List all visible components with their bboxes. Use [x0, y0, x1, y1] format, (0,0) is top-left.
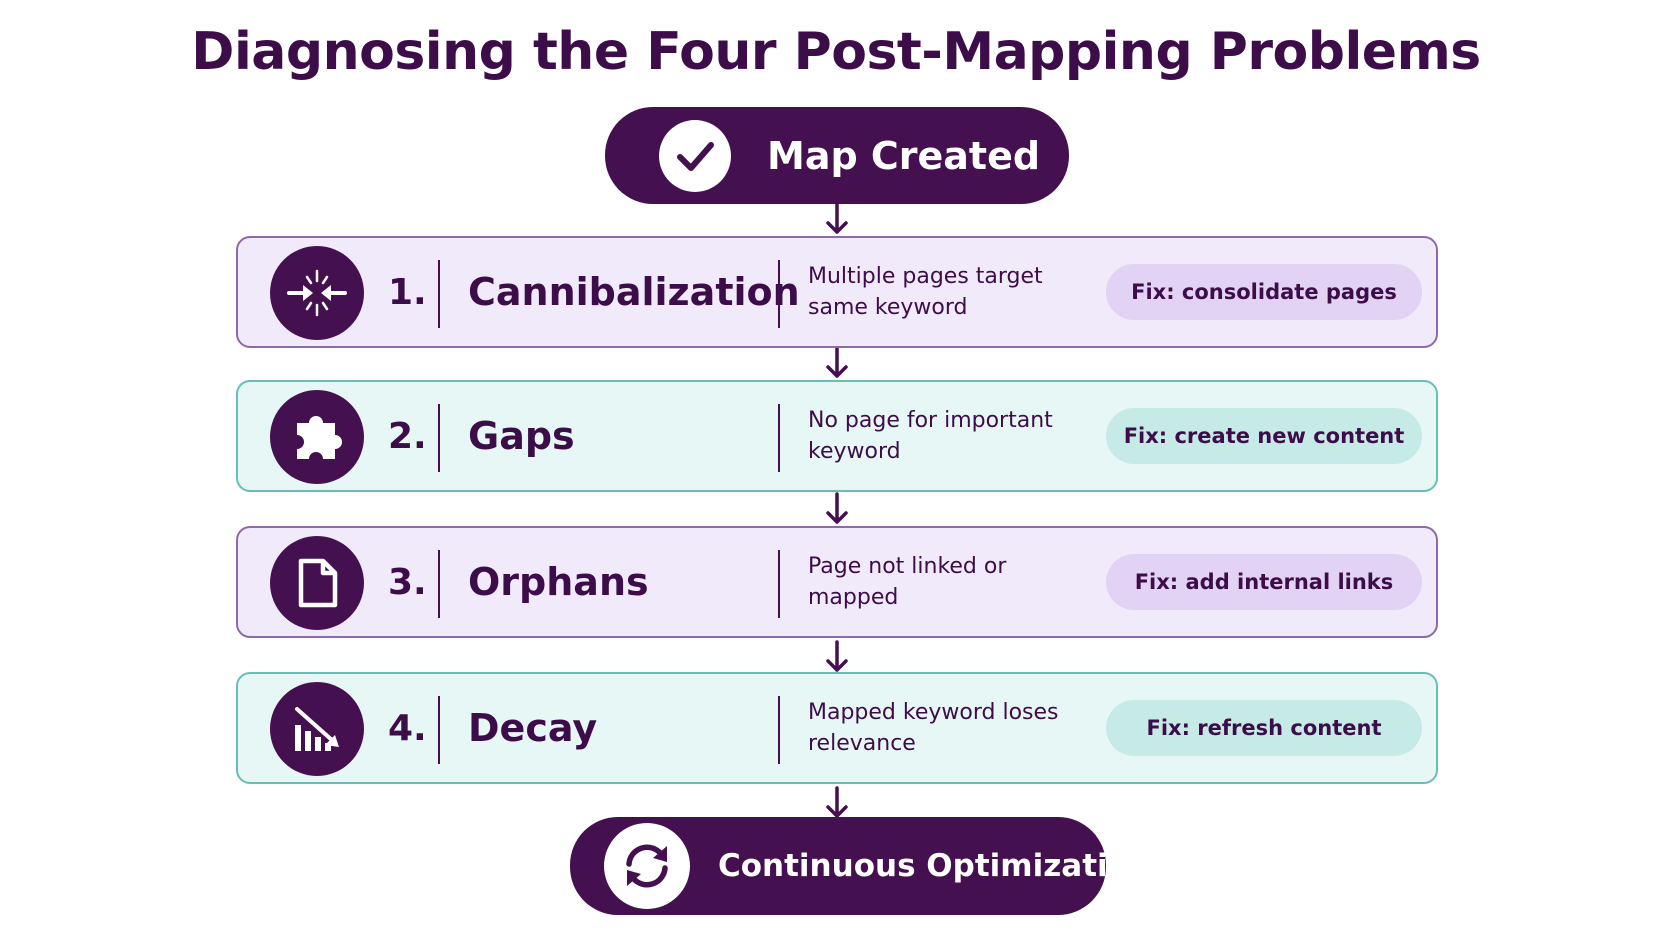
divider — [438, 550, 440, 618]
continuous-optimization-node: Continuous Optimization — [570, 817, 1151, 915]
checkmark-icon — [659, 119, 731, 192]
flow-arrow-icon — [826, 786, 848, 818]
fix-badge: Fix: consolidate pages — [1106, 264, 1422, 320]
problem-number: 1. — [388, 271, 427, 313]
refresh-icon — [604, 823, 690, 909]
divider — [778, 696, 780, 764]
divider — [438, 260, 440, 328]
problem-number: 4. — [388, 707, 427, 749]
fix-badge: Fix: add internal links — [1106, 554, 1422, 610]
problem-number: 2. — [388, 415, 427, 457]
map-created-node: Map Created — [605, 107, 1069, 204]
problem-description: Page not linked or mapped — [808, 554, 1007, 610]
fix-badge: Fix: refresh content — [1106, 700, 1422, 756]
problem-row-gaps: 2. Gaps No page for important keyword Fi… — [236, 380, 1438, 492]
problem-description: Multiple pages target same keyword — [808, 264, 1043, 320]
continuous-optimization-label: Continuous Optimization — [718, 848, 1152, 884]
converging-arrows-icon — [270, 246, 364, 340]
flow-arrow-icon — [826, 640, 848, 672]
problem-description: No page for important keyword — [808, 408, 1053, 464]
problem-number: 3. — [388, 561, 427, 603]
divider — [778, 550, 780, 618]
problem-description: Mapped keyword loses relevance — [808, 700, 1059, 756]
divider — [438, 696, 440, 764]
problem-name: Orphans — [468, 560, 649, 604]
problem-name: Gaps — [468, 414, 575, 458]
problem-row-orphans: 3. Orphans Page not linked or mapped Fix… — [236, 526, 1438, 638]
map-created-label: Map Created — [767, 133, 1041, 178]
flow-arrow-icon — [826, 492, 848, 524]
puzzle-piece-icon — [270, 390, 364, 484]
divider — [438, 404, 440, 472]
fix-badge: Fix: create new content — [1106, 408, 1422, 464]
flow-arrow-icon — [826, 202, 848, 234]
diagram-title: Diagnosing the Four Post-Mapping Problem… — [191, 22, 1481, 82]
problem-name: Cannibalization — [468, 270, 800, 314]
problem-row-decay: 4. Decay Mapped keyword loses relevance … — [236, 672, 1438, 784]
divider — [778, 404, 780, 472]
problem-name: Decay — [468, 706, 598, 750]
flow-arrow-icon — [826, 346, 848, 378]
document-icon — [270, 536, 364, 630]
declining-chart-icon — [270, 682, 364, 776]
divider — [778, 260, 780, 328]
problem-row-cannibalization: 1. Cannibalization Multiple pages target… — [236, 236, 1438, 348]
